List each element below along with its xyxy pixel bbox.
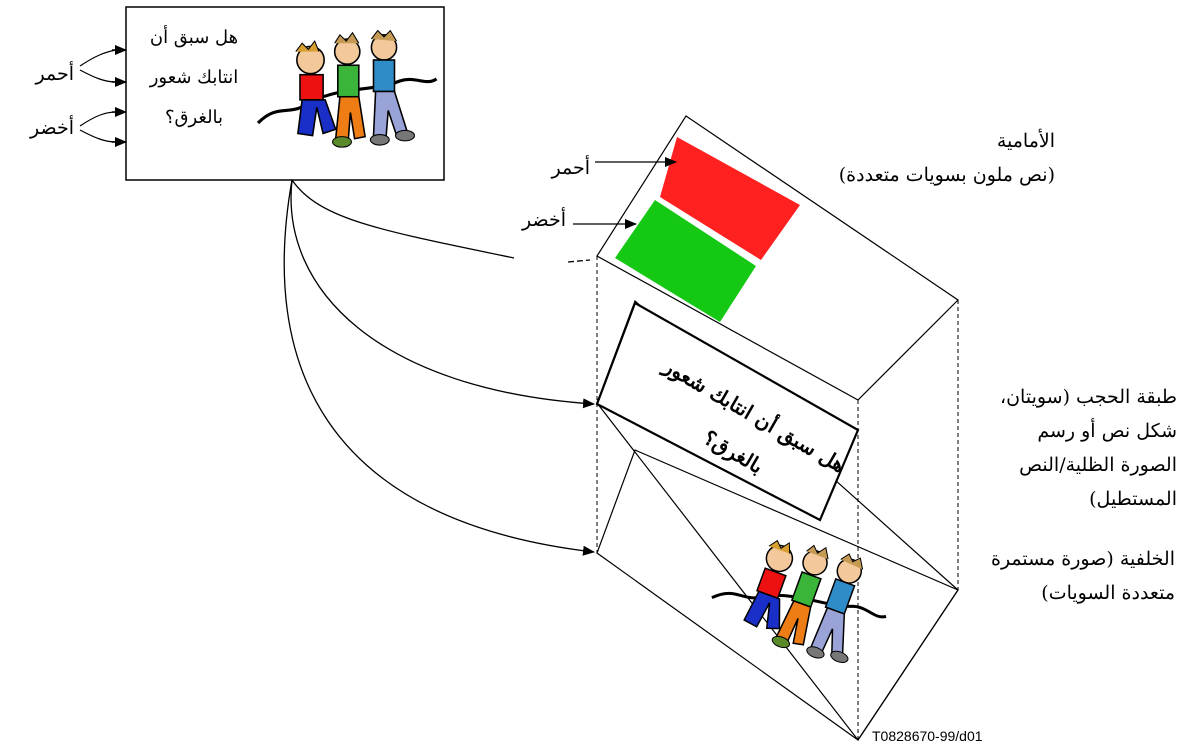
green-region (615, 200, 756, 322)
mapping-curves (283, 179, 595, 556)
front-input-arrows (567, 157, 677, 263)
source-label-red: أحمر (35, 60, 75, 85)
front-desc-line-1: الأمامية (996, 130, 1055, 152)
front-layer-description: الأمامية (نص ملون بسويات متعددة) (839, 124, 1055, 192)
back-layer-plane (596, 449, 959, 741)
source-text-line-1: هل سبق أن (149, 27, 239, 48)
back-desc-line-2: متعددة السويات) (1041, 582, 1175, 604)
layer-stack (595, 115, 959, 742)
source-text-line-2: انتابك شعور (149, 67, 239, 88)
curve-to-middle (290, 179, 595, 409)
source-label-green: أخضر (29, 114, 74, 139)
front-label-red: أحمر (551, 154, 591, 179)
source-input-connectors (79, 45, 127, 147)
curve-to-front (291, 179, 515, 259)
source-text: هل سبق أن انتابك شعور بالغرق؟ (128, 18, 260, 138)
mask-text-plane (595, 301, 860, 522)
back-desc-line-1: الخلفية (صورة مستمرة (990, 548, 1175, 570)
front-label-green: أخضر (521, 206, 566, 231)
back-cartoon-illustration (702, 513, 904, 679)
middle-desc-line-3: الصورة الظلية/النص (1019, 454, 1177, 476)
red-region (660, 137, 800, 260)
source-text-line-3: بالغرق؟ (164, 107, 224, 128)
middle-desc-line-2: شكل نص أو رسم (1037, 420, 1177, 442)
middle-desc-line-1: طبقة الحجب (سويتان، (999, 386, 1177, 408)
source-box (125, 6, 445, 181)
middle-layer-description: طبقة الحجب (سويتان، شكل نص أو رسم الصورة… (1000, 380, 1177, 516)
figure-id: T0828670-99/d01 (872, 728, 983, 744)
curve-to-back (283, 179, 595, 556)
front-desc-line-2: (نص ملون بسويات متعددة) (838, 164, 1055, 186)
back-layer-description: الخلفية (صورة مستمرة متعددة السويات) (991, 542, 1175, 610)
middle-desc-line-4: المستطيل) (1089, 488, 1177, 510)
